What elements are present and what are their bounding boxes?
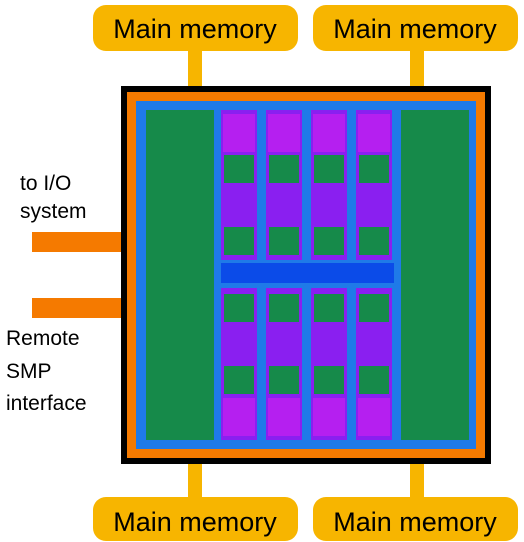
core-column-top-2 [266, 110, 302, 260]
memory-label-top-right: Main memory [333, 14, 497, 44]
cache-block [314, 366, 344, 394]
cache-block [224, 294, 254, 322]
memory-box-bottom-right: Main memory [313, 497, 518, 541]
core-light-block [313, 398, 345, 436]
l3-cache-right [401, 110, 469, 440]
memory-label-top-left: Main memory [113, 14, 277, 44]
core-column-bottom-3 [311, 288, 347, 440]
cache-block [359, 227, 389, 255]
io-label-line2: system [20, 200, 87, 223]
smp-link-bar [32, 298, 124, 318]
memory-box-bottom-left: Main memory [93, 497, 298, 541]
l3-cache-left [146, 110, 214, 440]
core-light-block [268, 114, 300, 152]
core-column-top-4 [356, 110, 392, 260]
core-light-block [223, 398, 255, 436]
memory-connector-bottom-left [188, 462, 202, 504]
cache-block [359, 155, 389, 183]
memory-box-top-left: Main memory [93, 5, 298, 51]
core-light-block [358, 114, 390, 152]
cache-block [314, 294, 344, 322]
cache-block [269, 294, 299, 322]
cache-block [314, 227, 344, 255]
memory-connector-bottom-right [410, 462, 424, 504]
core-column-bottom-2 [266, 288, 302, 440]
core-light-block [358, 398, 390, 436]
core-column-bottom-4 [356, 288, 392, 440]
memory-box-top-right: Main memory [313, 5, 518, 51]
io-label-line1: to I/O [20, 172, 71, 195]
cache-block [359, 294, 389, 322]
core-light-block [268, 398, 300, 436]
io-link-bar [32, 232, 124, 252]
cache-block [224, 366, 254, 394]
smp-label-line1: Remote [6, 327, 80, 350]
memory-label-bottom-left: Main memory [113, 507, 277, 537]
core-column-top-1 [221, 110, 257, 260]
cache-block [224, 155, 254, 183]
core-column-bottom-1 [221, 288, 257, 440]
core-light-block [223, 114, 255, 152]
cache-block [269, 155, 299, 183]
core-column-top-3 [311, 110, 347, 260]
cache-block [314, 155, 344, 183]
cache-block [359, 366, 389, 394]
smp-label-line2: SMP [6, 360, 52, 383]
cache-block [269, 366, 299, 394]
cache-block [269, 227, 299, 255]
memory-label-bottom-right: Main memory [333, 507, 497, 537]
interconnect-channel [221, 263, 394, 283]
memory-connector-top-left [188, 45, 202, 91]
cache-block [224, 227, 254, 255]
smp-label-line3: interface [6, 392, 87, 415]
core-light-block [313, 114, 345, 152]
memory-connector-top-right [410, 45, 424, 91]
